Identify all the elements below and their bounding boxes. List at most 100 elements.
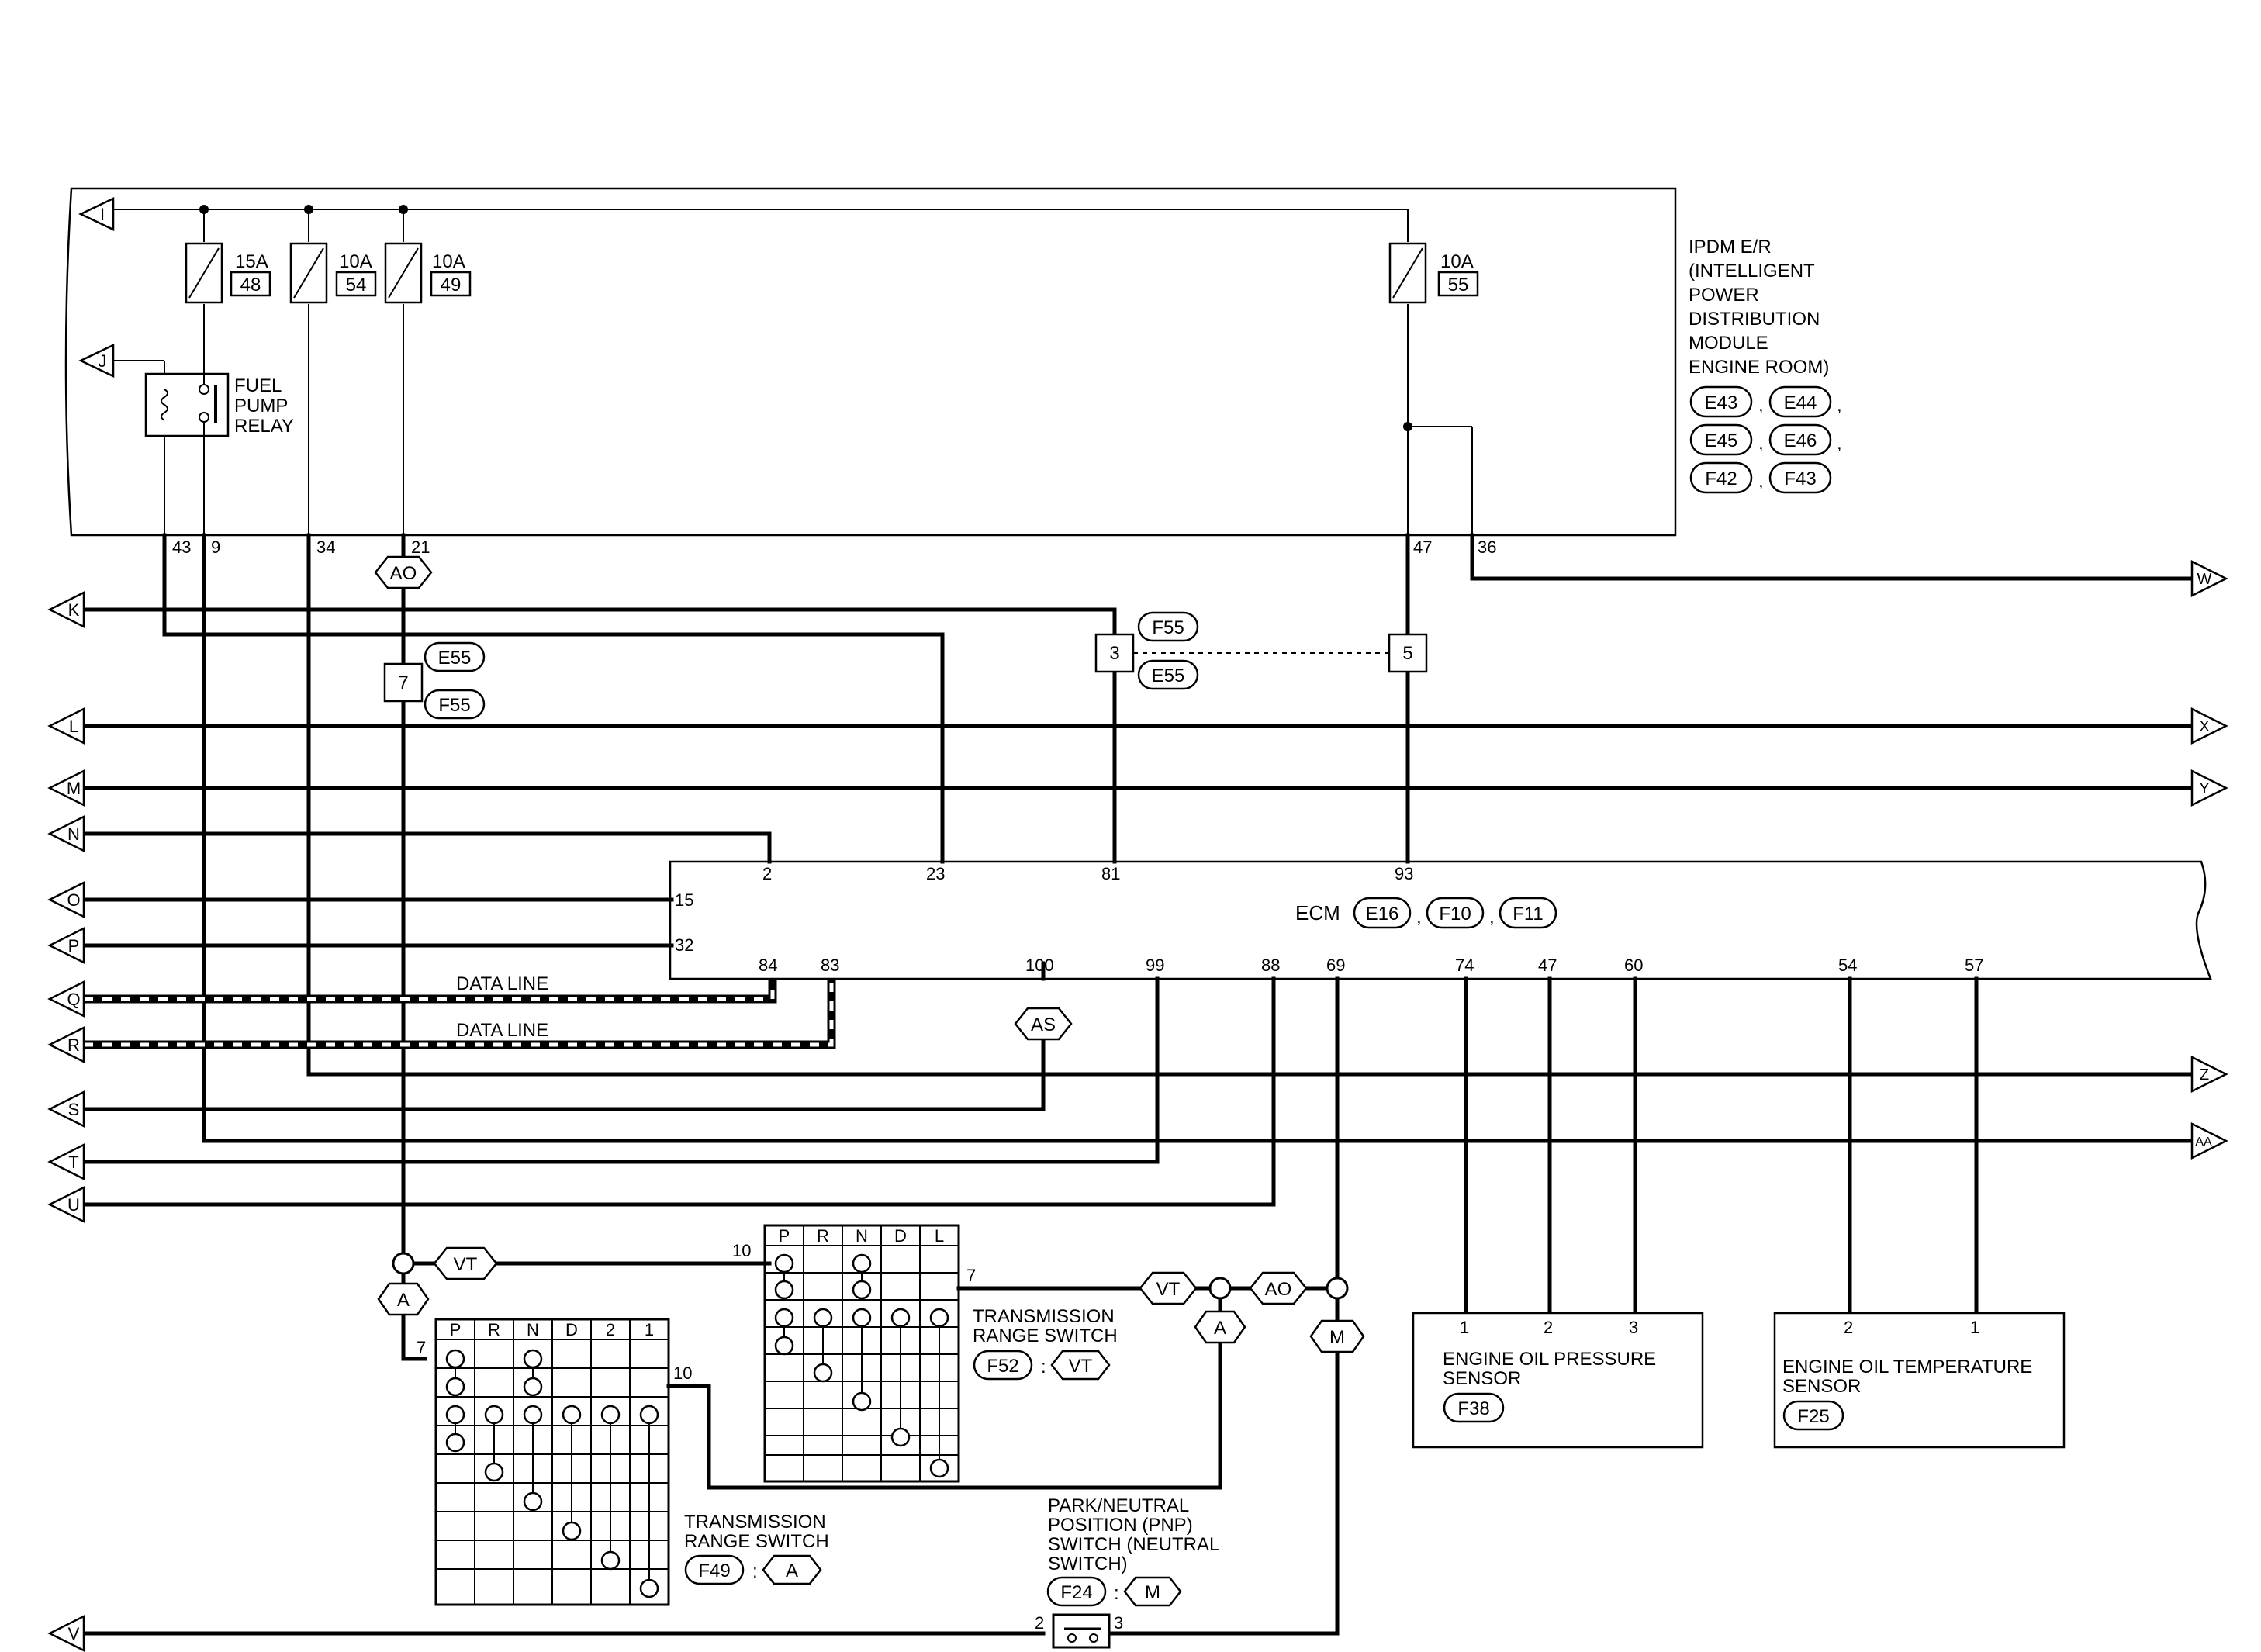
ipdm-module bbox=[64, 187, 1677, 537]
oil-pressure-pin-3: 3 bbox=[1629, 1318, 1638, 1337]
ipdm-connector-tags: E43 , E44 , E45 , E46 , F42 , F43 bbox=[1689, 385, 1842, 494]
oil-temp-conn: F25 bbox=[1797, 1406, 1829, 1427]
pnp-conn: F24 bbox=[1060, 1582, 1092, 1603]
ipdm-comma-5: , bbox=[1758, 471, 1764, 492]
ecm-pin-2: 2 bbox=[762, 864, 772, 883]
left-arrow-v: V bbox=[47, 1614, 85, 1652]
left-arrow-q-label: Q bbox=[67, 990, 80, 1009]
data-line-label-2: DATA LINE bbox=[456, 1020, 548, 1041]
ipdm-title-line-5: MODULE bbox=[1689, 333, 1768, 354]
fuse-54-amp: 10A bbox=[339, 251, 372, 272]
inline-7-pin: 7 bbox=[398, 672, 408, 693]
joint-vt-right: VT bbox=[1139, 1271, 1198, 1305]
ipdm-title-line-4: DISTRIBUTION bbox=[1689, 309, 1820, 330]
trs-vt-pin-out: 7 bbox=[966, 1266, 976, 1285]
ecm-pin-74: 74 bbox=[1455, 956, 1474, 975]
left-arrow-m-label: M bbox=[67, 779, 81, 798]
fuse-49: 10A 49 bbox=[384, 242, 472, 304]
oil-pressure-label-1: ENGINE OIL PRESSURE bbox=[1443, 1349, 1656, 1370]
joint-vt-left-label: VT bbox=[454, 1254, 478, 1275]
ecm-pins: 2 23 81 93 15 32 84 83 100 99 88 69 74 4… bbox=[675, 864, 1983, 975]
arrow-j-label: J bbox=[99, 351, 107, 371]
joint-a-left: A bbox=[377, 1282, 430, 1316]
pnp-label-2: POSITION (PNP) bbox=[1048, 1515, 1193, 1536]
ipdm-comma-4: , bbox=[1837, 433, 1842, 454]
ecm-pin-32: 32 bbox=[675, 935, 693, 955]
trs-a-switch: P R N D 2 1 7 10 bbox=[417, 1318, 829, 1606]
ecm-pin-69: 69 bbox=[1326, 956, 1345, 975]
ecm-pin-99: 99 bbox=[1146, 956, 1164, 975]
right-arrow-w-label: W bbox=[2197, 571, 2212, 588]
pnp-label-1: PARK/NEUTRAL bbox=[1048, 1495, 1189, 1516]
pnp-pin-3: 3 bbox=[1114, 1613, 1123, 1633]
ipdm-pin-9: 9 bbox=[211, 537, 220, 557]
oil-temp-pin-2: 2 bbox=[1844, 1318, 1853, 1337]
trs-a-col-1: 1 bbox=[645, 1320, 654, 1339]
joint-ao-right: AO bbox=[1249, 1271, 1308, 1305]
joint-ao-top: AO bbox=[374, 555, 433, 589]
fuse-48-amp: 15A bbox=[235, 251, 268, 272]
joint-vt-right-label: VT bbox=[1156, 1279, 1181, 1300]
ecm-pin-100: 100 bbox=[1025, 956, 1054, 975]
trs-a-conn: F49 bbox=[698, 1560, 730, 1581]
ipdm-conn-e46: E46 bbox=[1784, 430, 1817, 451]
inline-3-top: F55 bbox=[1152, 617, 1184, 638]
fuel-pump-relay: FUEL PUMP RELAY bbox=[144, 372, 294, 437]
oil-temp-sensor: 2 1 ENGINE OIL TEMPERATURE SENSOR F25 bbox=[1773, 1312, 2066, 1449]
ecm-pin-47: 47 bbox=[1538, 956, 1557, 975]
right-arrow-x: X bbox=[2190, 707, 2228, 745]
trs-vt-contacts bbox=[774, 1253, 949, 1478]
pnp-label-3: SWITCH (NEUTRAL bbox=[1048, 1534, 1219, 1555]
trs-a-grid-lines bbox=[436, 1319, 669, 1605]
ipdm-pin-34: 34 bbox=[316, 537, 335, 557]
oil-pressure-pin-2: 2 bbox=[1544, 1318, 1553, 1337]
joint-as: AS bbox=[1014, 1007, 1073, 1041]
fuse-48: 15A 48 bbox=[185, 242, 271, 304]
ecm-label: ECM bbox=[1295, 901, 1340, 924]
joint-vt-left: VT bbox=[433, 1246, 498, 1280]
fuse-55: 10A 55 bbox=[1388, 242, 1479, 304]
left-arrow-t-label: T bbox=[68, 1153, 78, 1172]
joint-a-right: A bbox=[1194, 1310, 1246, 1344]
splices bbox=[392, 1252, 1349, 1300]
ipdm-pin-47: 47 bbox=[1413, 537, 1432, 557]
left-arrow-o-label: O bbox=[67, 890, 80, 910]
left-arrow-s: S bbox=[47, 1090, 85, 1128]
ecm-pin-57: 57 bbox=[1965, 956, 1983, 975]
trs-a-contacts bbox=[445, 1349, 659, 1598]
left-arrow-v-label: V bbox=[68, 1624, 80, 1643]
trs-vt-col-p: P bbox=[779, 1226, 790, 1246]
joint-a-left-label: A bbox=[397, 1290, 410, 1311]
ipdm-conn-e44: E44 bbox=[1784, 392, 1817, 413]
oil-pressure-sensor: 1 2 3 ENGINE OIL PRESSURE SENSOR F38 bbox=[1412, 1312, 1704, 1449]
trs-vt-col-n: N bbox=[856, 1226, 868, 1246]
left-arrow-q: Q bbox=[47, 980, 85, 1018]
ipdm-conn-f42: F42 bbox=[1705, 468, 1737, 489]
ipdm-comma-2: , bbox=[1837, 395, 1842, 416]
pnp-colon: : bbox=[1114, 1583, 1119, 1604]
trs-vt-col-d: D bbox=[894, 1226, 907, 1246]
left-arrow-p-label: P bbox=[68, 936, 80, 956]
left-arrow-u: U bbox=[47, 1185, 85, 1224]
joint-ao-top-label: AO bbox=[390, 563, 417, 584]
trs-a-colon: : bbox=[752, 1561, 758, 1582]
pnp-tag: M bbox=[1145, 1582, 1160, 1603]
trs-a-col-2: 2 bbox=[606, 1320, 615, 1339]
ipdm-pin-36: 36 bbox=[1478, 537, 1496, 557]
left-arrow-r: R bbox=[47, 1025, 85, 1064]
joint-m: M bbox=[1309, 1319, 1365, 1353]
ipdm-comma-3: , bbox=[1758, 433, 1764, 454]
right-arrow-x-label: X bbox=[2199, 718, 2209, 735]
ecm-pin-23: 23 bbox=[926, 864, 945, 883]
trs-a-col-n: N bbox=[527, 1320, 539, 1339]
fuse-55-num: 55 bbox=[1448, 275, 1469, 295]
right-arrow-z: Z bbox=[2190, 1055, 2228, 1094]
ecm-comma-2: , bbox=[1489, 907, 1495, 928]
trs-vt-tag: VT bbox=[1069, 1356, 1093, 1377]
fuse-49-num: 49 bbox=[441, 275, 462, 295]
relay-label-1: FUEL bbox=[234, 375, 282, 396]
arrow-i-label: I bbox=[100, 205, 105, 224]
fuse-54: 10A 54 bbox=[289, 242, 377, 304]
left-arrow-u-label: U bbox=[67, 1195, 80, 1215]
trs-vt-label-2: RANGE SWITCH bbox=[973, 1325, 1118, 1346]
